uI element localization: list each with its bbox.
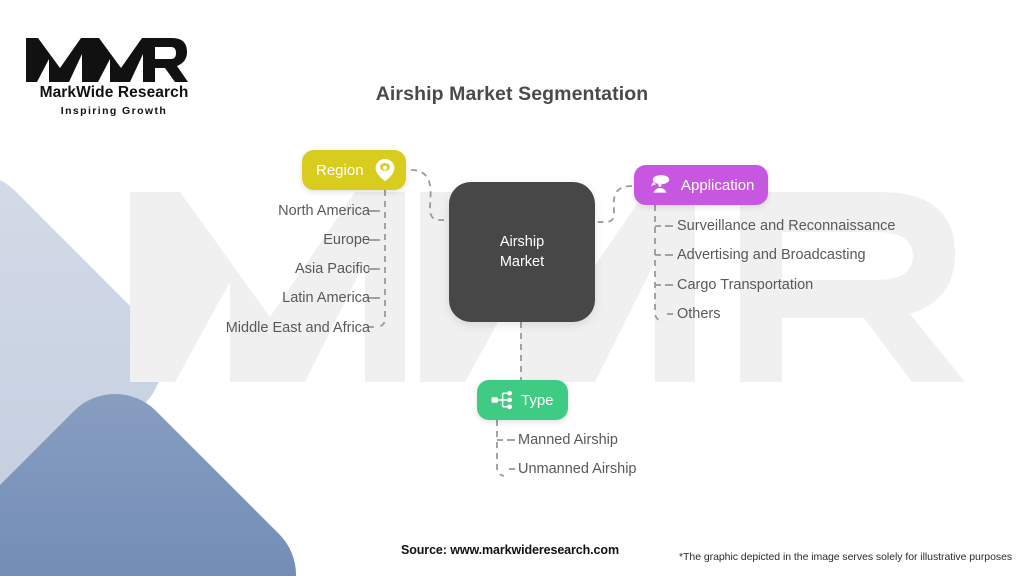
source-label: Source: www.markwideresearch.com bbox=[401, 543, 619, 557]
leaf-region-3: Latin America bbox=[282, 290, 370, 306]
leaf-application-1: Advertising and Broadcasting bbox=[677, 247, 866, 263]
logo-mark-icon bbox=[26, 38, 188, 82]
brand-tagline: Inspiring Growth bbox=[60, 104, 168, 117]
leaf-type-1: Unmanned Airship bbox=[518, 461, 637, 477]
branch-badge-type[interactable]: Type bbox=[477, 380, 568, 420]
leaf-region-2: Asia Pacific bbox=[295, 261, 370, 277]
page-title: Airship Market Segmentation bbox=[375, 83, 649, 105]
branch-label-application: Application bbox=[681, 176, 755, 194]
brand-logo: MarkWide Research Inspiring Growth bbox=[24, 28, 204, 118]
hierarchy-icon bbox=[491, 389, 513, 411]
disclaimer-label: *The graphic depicted in the image serve… bbox=[679, 551, 1013, 563]
connector-region-spine bbox=[377, 190, 386, 328]
connector-region-to-center bbox=[410, 169, 450, 221]
location-pin-gear-icon bbox=[374, 158, 396, 182]
leaf-application-3: Others bbox=[677, 306, 721, 322]
branch-badge-application[interactable]: Application bbox=[634, 165, 769, 205]
leaf-application-0: Surveillance and Reconnaissance bbox=[677, 218, 896, 234]
leaf-region-4: Middle East and Africa bbox=[225, 320, 370, 336]
leaf-region-0: North America bbox=[278, 203, 370, 219]
branch-badge-region[interactable]: Region bbox=[302, 150, 406, 190]
center-node-line2: Market bbox=[499, 254, 545, 270]
leaf-application-2: Cargo Transportation bbox=[677, 277, 814, 293]
branch-label-type: Type bbox=[521, 391, 554, 409]
connector-type-spine bbox=[496, 420, 505, 477]
center-node: Airship Market bbox=[449, 182, 595, 322]
connector-application-spine bbox=[654, 205, 663, 322]
leaf-region-1: Europe bbox=[323, 232, 370, 248]
brand-name: MarkWide Research bbox=[39, 84, 189, 101]
leaf-type-0: Manned Airship bbox=[518, 432, 618, 448]
connector-application-to-center bbox=[594, 185, 633, 224]
airship-icon bbox=[648, 173, 672, 197]
branch-label-region: Region bbox=[316, 161, 364, 179]
center-node-line1: Airship bbox=[499, 234, 545, 250]
